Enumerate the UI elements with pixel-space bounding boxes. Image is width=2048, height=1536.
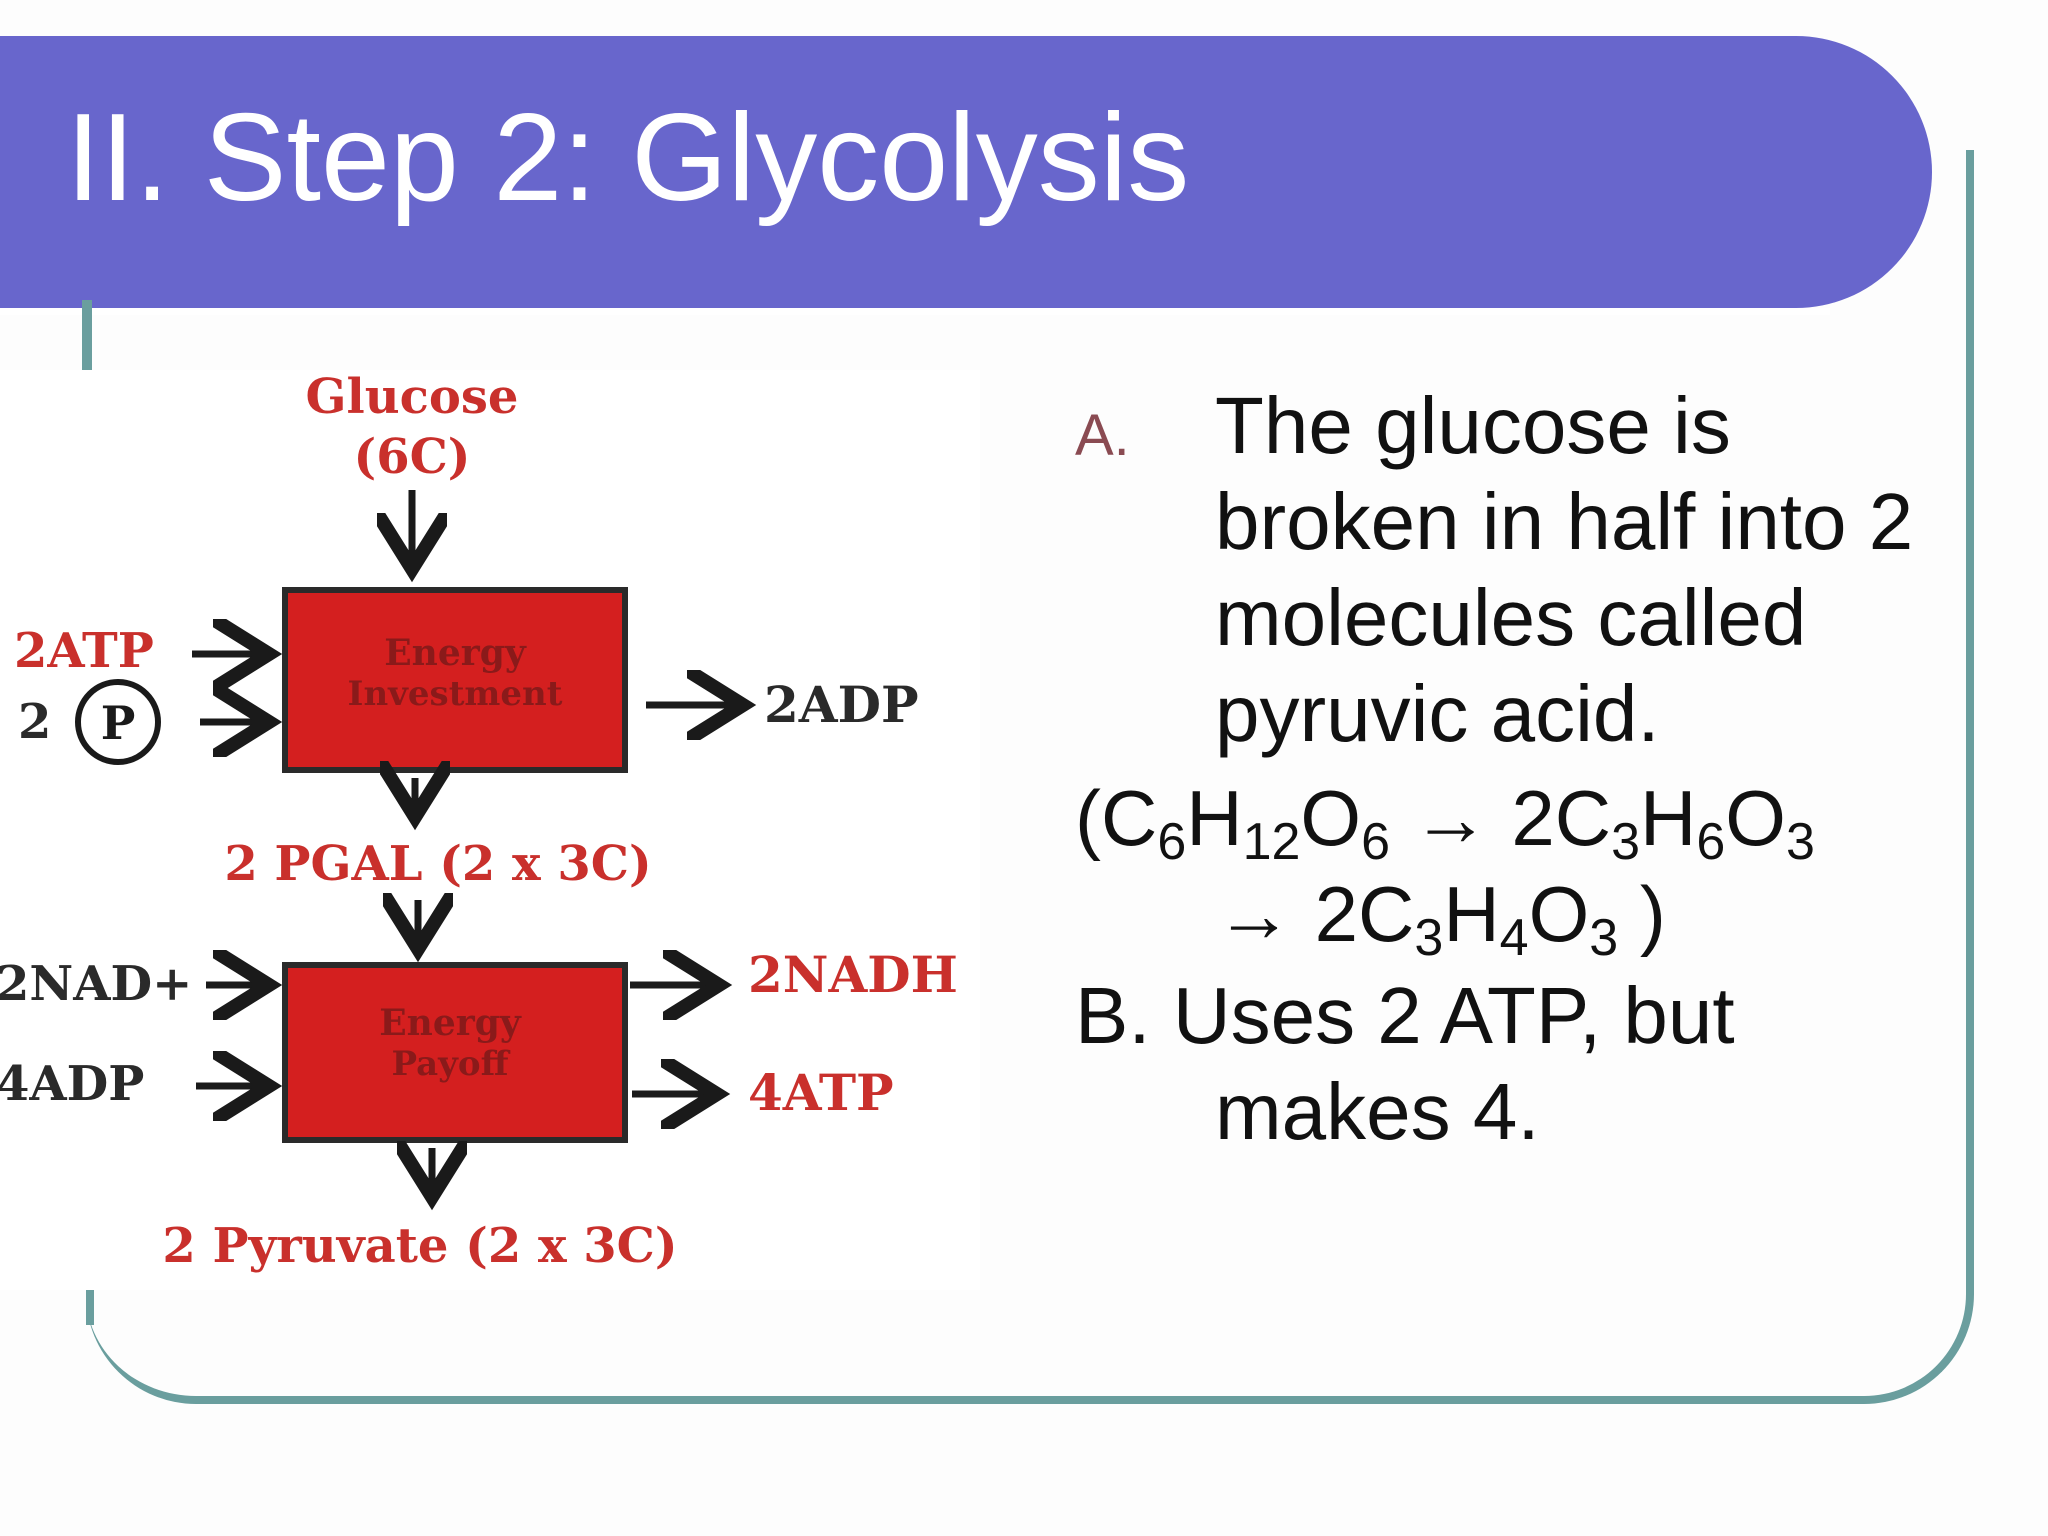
energy-payoff-label-line2: Payoff (391, 1044, 510, 1084)
input-2nad-label: 2NAD+ (0, 956, 192, 1012)
input-2atp-label: 2ATP (14, 623, 154, 679)
glucose-label: Glucose (306, 370, 519, 425)
phosphate-circle (75, 679, 161, 765)
energy-payoff-label-line1: Energy (379, 1002, 522, 1044)
input-4adp-label: 4ADP (0, 1056, 144, 1112)
slide-frame (86, 150, 1974, 1404)
bullet-a-text: The glucose is broken in half into 2 mol… (1215, 381, 1914, 758)
glucose-carbons-label: (6C) (353, 429, 470, 485)
formula-line-2: → 2C3H4O3 ) (1215, 870, 1666, 967)
pgal-label: 2 PGAL (2 x 3C) (224, 836, 651, 892)
energy-investment-label-line2: Investment (348, 674, 563, 714)
glycolysis-diagram: Glucose (6C) Energy Investment 2ATP 2 P … (0, 370, 980, 1290)
phosphate-symbol: P (101, 696, 136, 750)
output-2adp-label: 2ADP (764, 675, 919, 734)
energy-investment-box (282, 587, 628, 773)
title-band (0, 36, 1932, 315)
bullet-b: B. Uses 2 ATP, but makes 4. (1075, 968, 1975, 1160)
input-2p-count: 2 (18, 694, 51, 750)
title-underline (0, 308, 1830, 315)
glycolysis-formula: (C6H12O6 → 2C3H6O3 → 2C3H4O3 ) (1075, 770, 1975, 967)
energy-payoff-box (282, 962, 628, 1143)
slide-body: A. The glucose is broken in half into 2 … (1075, 378, 1975, 1160)
bullet-b-line2: makes 4. (1215, 1067, 1540, 1156)
formula-line-1: (C6H12O6 → 2C3H6O3 (1075, 774, 1815, 871)
output-2nadh-label: 2NADH (748, 945, 958, 1004)
output-4atp-label: 4ATP (748, 1063, 894, 1122)
bullet-b-line1: B. Uses 2 ATP, but (1075, 971, 1735, 1060)
energy-investment-label-line1: Energy (384, 632, 527, 674)
frame-accent-bottom (86, 1285, 94, 1325)
slide-title: II. Step 2: Glycolysis (66, 89, 1190, 227)
bullet-a: A. The glucose is broken in half into 2 … (1075, 378, 1975, 762)
bullet-a-marker: A. (1075, 403, 1130, 468)
frame-accent-top (82, 300, 92, 378)
pyruvate-label: 2 Pyruvate (2 x 3C) (162, 1218, 677, 1274)
